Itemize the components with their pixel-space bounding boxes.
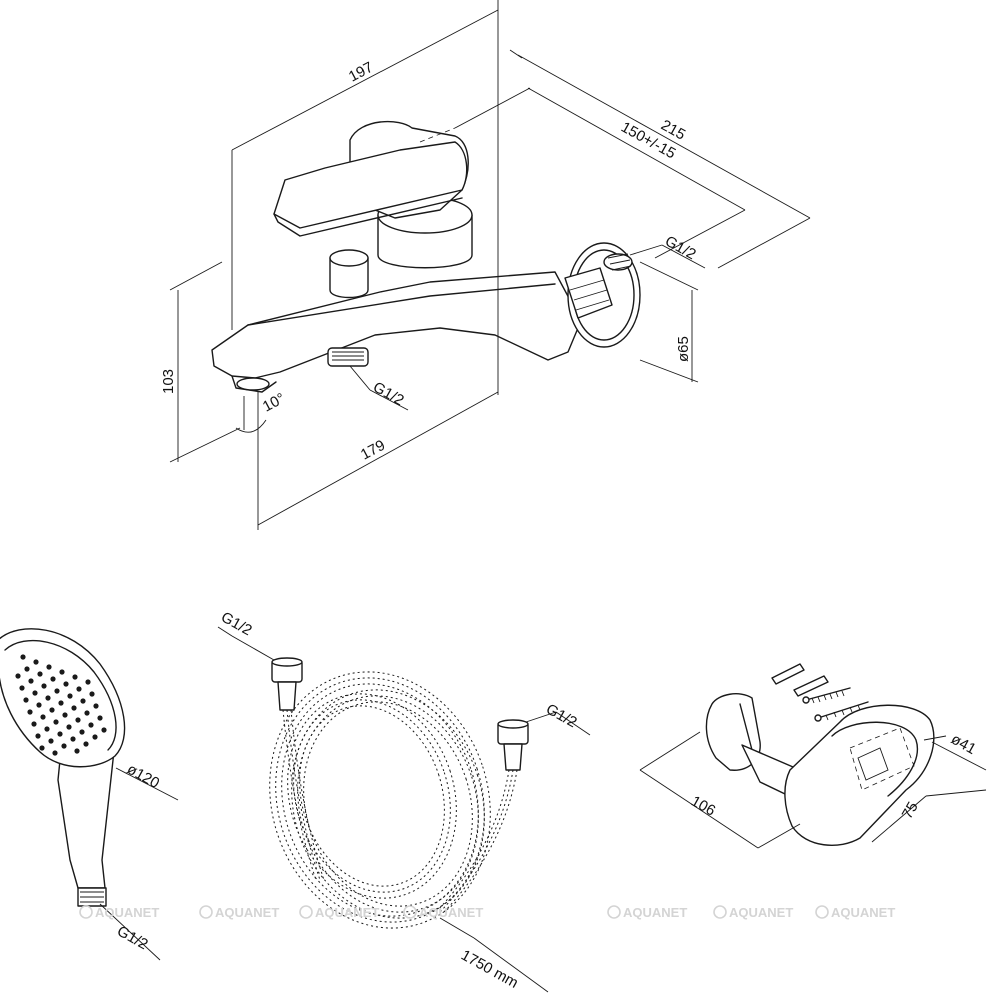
- shower-holder: [639, 663, 987, 849]
- hs-thread: G1/2: [114, 923, 151, 954]
- hose-thread-top: G1/2: [218, 609, 255, 640]
- shower-hose: [217, 626, 591, 993]
- holder-depth: 75: [899, 799, 922, 822]
- dim-outlet-thread: G1/2: [370, 379, 407, 410]
- bath-faucet: [169, 0, 811, 530]
- holder-length: 106: [688, 793, 718, 820]
- watermark-1: AQUANET: [79, 905, 159, 920]
- spray-nozzles: [15, 654, 107, 756]
- watermark-7: AQUANET: [815, 905, 895, 920]
- svg-text:AQUANET: AQUANET: [729, 905, 793, 920]
- dim-diameter-65: ø65: [675, 336, 692, 362]
- hand-shower: [0, 628, 179, 961]
- watermark-row: AQUANET AQUANET AQUANET AQUANET AQUANET …: [79, 905, 895, 920]
- svg-text:AQUANET: AQUANET: [215, 905, 279, 920]
- dim-179: 179: [358, 437, 388, 464]
- svg-text:AQUANET: AQUANET: [831, 905, 895, 920]
- dim-197: 197: [346, 59, 376, 86]
- dim-103: 103: [160, 369, 177, 394]
- svg-text:AQUANET: AQUANET: [419, 905, 483, 920]
- holder-diameter: ø41: [948, 731, 979, 758]
- dim-angle-10: 10°: [260, 390, 288, 416]
- watermark-5: AQUANET: [607, 905, 687, 920]
- watermark-2: AQUANET: [199, 905, 279, 920]
- hose-length: 1750 mm: [458, 947, 521, 992]
- svg-text:AQUANET: AQUANET: [95, 905, 159, 920]
- watermark-6: AQUANET: [713, 905, 793, 920]
- hose-thread-right: G1/2: [543, 701, 580, 732]
- svg-text:AQUANET: AQUANET: [623, 905, 687, 920]
- watermark-4: AQUANET: [403, 905, 483, 920]
- svg-text:AQUANET: AQUANET: [315, 905, 379, 920]
- hs-diameter: ø120: [124, 761, 162, 792]
- watermark-3: AQUANET: [299, 905, 379, 920]
